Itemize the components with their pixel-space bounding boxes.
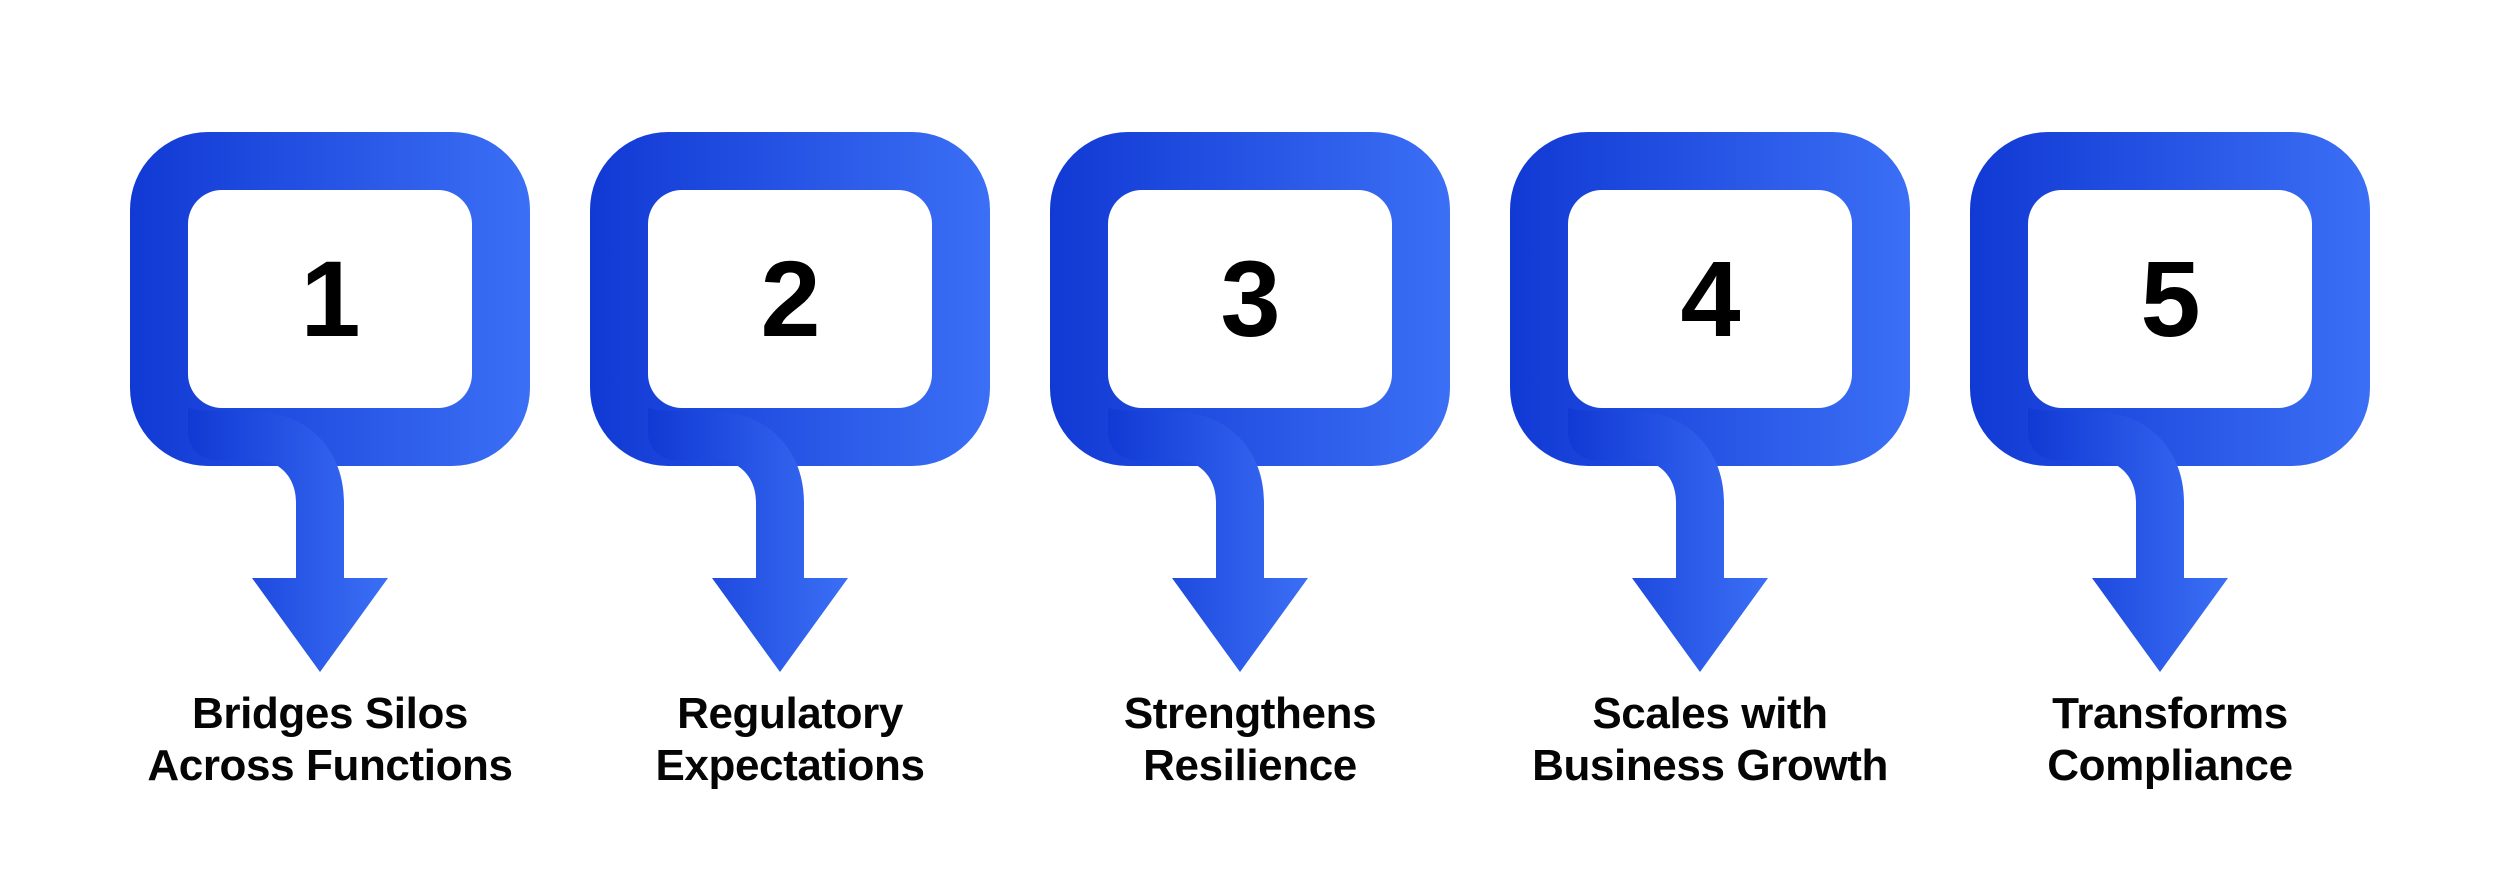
step-label-line-2: Across Functions [147,740,513,790]
step-label-line-1: Strengthens [1123,689,1377,738]
step-label-line-1: Bridges Silos [192,689,468,738]
step-label-line-1: Scales with [1592,689,1828,738]
step-label-line-1: Regulatory [677,689,903,738]
down-arrow-icon [648,408,848,672]
step-item[interactable]: 4 Scales with Business Growth [1480,0,1940,887]
step-label: Bridges Silos Across Functions [110,688,550,792]
step-marker-shape [1510,132,1910,672]
step-label: Transforms Compliance [1950,688,2390,792]
step-label-line-2: Expectations [655,740,925,790]
step-number: 2 [760,238,820,359]
step-number: 3 [1220,238,1280,359]
step-label: Scales with Business Growth [1490,688,1930,792]
step-label-line-1: Transforms [2052,689,2288,738]
down-arrow-icon [1568,408,1768,672]
step-marker-shape [130,132,530,672]
step-label-line-2: Business Growth [1532,740,1888,790]
rounded-ring-icon [1050,132,1450,466]
step-label: Regulatory Expectations [570,688,1010,792]
step-item[interactable]: 1 Bridges Silos Across Functions [100,0,560,887]
step-number: 4 [1680,238,1740,359]
step-label: Strengthens Resilience [1030,688,1470,792]
step-item[interactable]: 2 Regulatory Expectations [560,0,1020,887]
step-item[interactable]: 3 Strengthens Resilience [1020,0,1480,887]
step-number: 5 [2140,238,2200,359]
step-marker-shape [590,132,990,672]
rounded-ring-icon [130,132,530,466]
step-item[interactable]: 5 Transforms Compliance [1940,0,2400,887]
step-label-line-2: Resilience [1143,740,1357,790]
step-marker-shape [1970,132,2370,672]
step-marker-shape [1050,132,1450,672]
rounded-ring-icon [1970,132,2370,466]
down-arrow-icon [1108,408,1308,672]
down-arrow-icon [188,408,388,672]
step-number: 1 [300,238,360,359]
rounded-ring-icon [590,132,990,466]
rounded-ring-icon [1510,132,1910,466]
down-arrow-icon [2028,408,2228,672]
step-label-line-2: Compliance [2047,740,2293,790]
